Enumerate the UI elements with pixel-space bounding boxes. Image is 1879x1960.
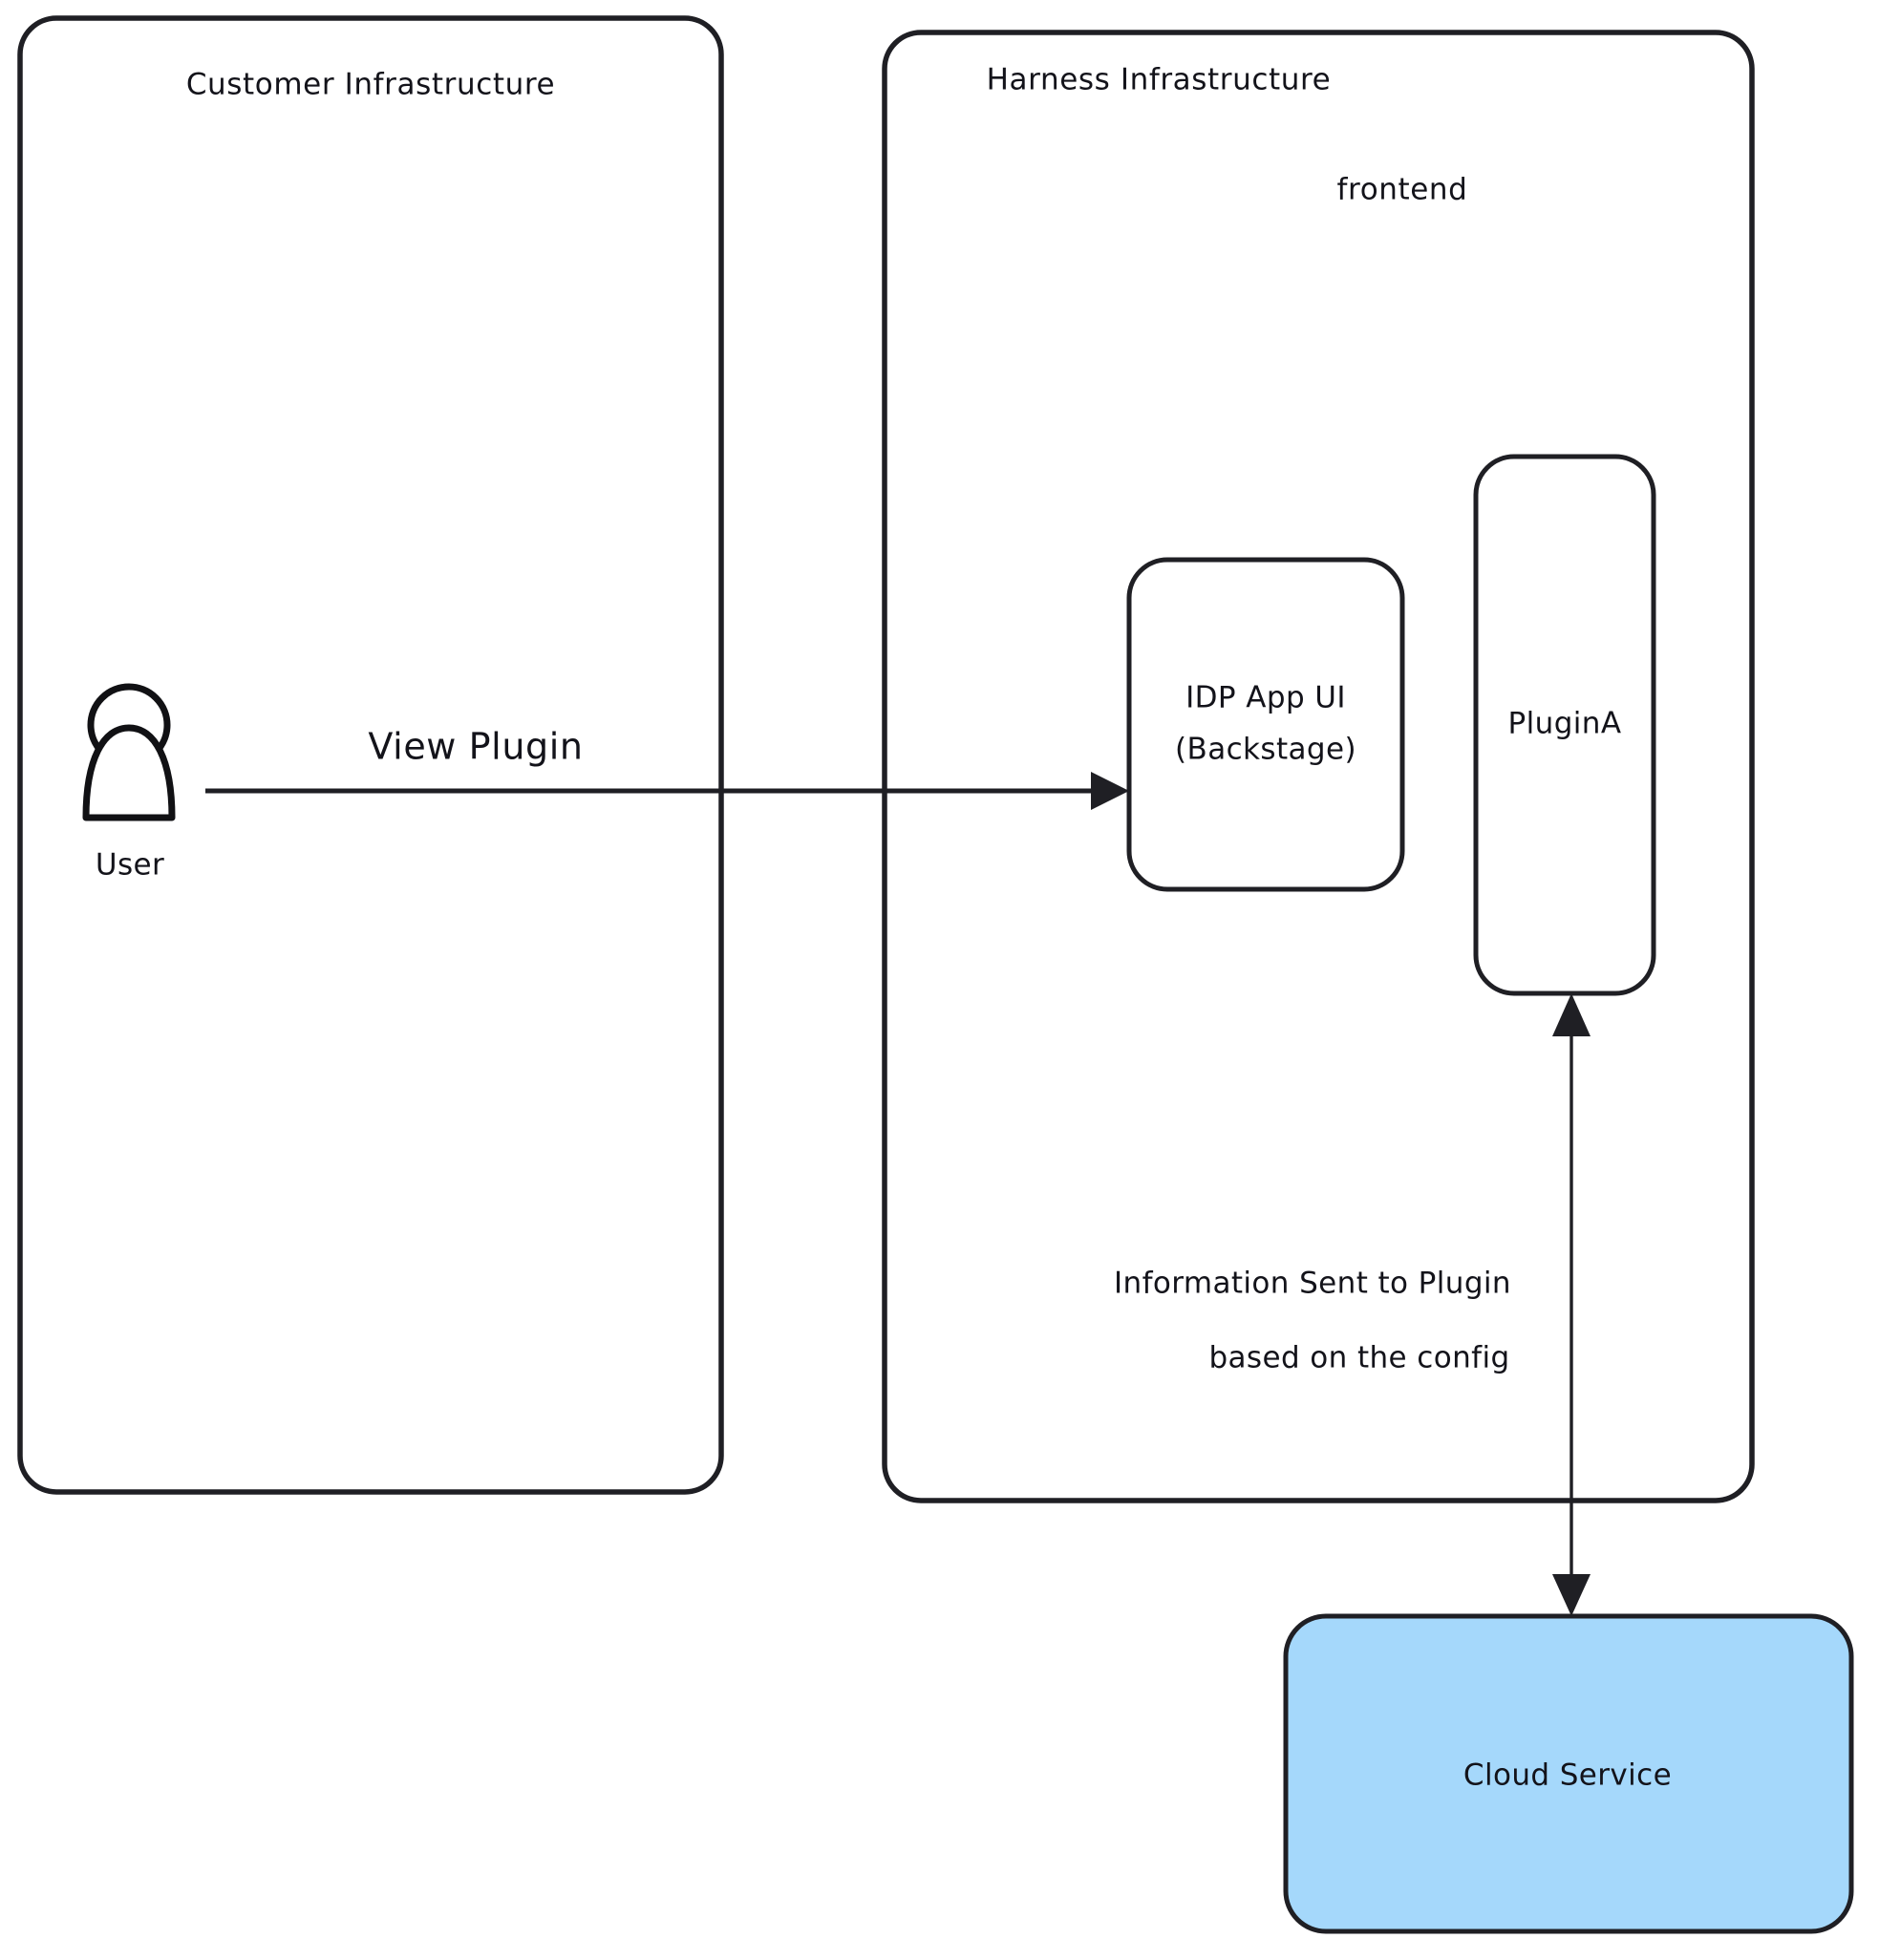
customer-infrastructure-label: Customer Infrastructure xyxy=(186,68,555,102)
harness-infrastructure-label: Harness Infrastructure xyxy=(987,63,1332,97)
plugin-a-box[interactable] xyxy=(1473,454,1656,996)
node-cloud-service[interactable]: Cloud Service xyxy=(1283,1613,1854,1934)
actor-body-outline xyxy=(82,724,176,821)
node-plugin-a[interactable]: PluginA xyxy=(1473,454,1656,996)
actor-label: User xyxy=(96,848,164,883)
plugin-cloud-label-line2: based on the config xyxy=(1208,1341,1509,1375)
idp-app-ui-label-line1: IDP App UI xyxy=(1185,681,1346,715)
cloud-service-label: Cloud Service xyxy=(1463,1758,1672,1793)
view-plugin-label: View Plugin xyxy=(368,726,583,768)
edge-view-plugin: View Plugin xyxy=(205,726,1129,810)
idp-app-ui-box[interactable] xyxy=(1126,557,1405,892)
plugin-cloud-arrowhead-up xyxy=(1552,993,1591,1036)
plugin-a-label: PluginA xyxy=(1508,707,1622,741)
cloud-service-box[interactable] xyxy=(1283,1613,1854,1934)
plugin-cloud-label-line1: Information Sent to Plugin xyxy=(1114,1267,1511,1301)
plugin-cloud-arrowhead-down xyxy=(1552,1574,1591,1616)
user-actor-icon: User xyxy=(82,683,176,883)
group-customer-infrastructure: Customer Infrastructure xyxy=(17,15,724,1495)
node-idp-app-ui[interactable]: IDP App UI (Backstage) xyxy=(1126,557,1405,892)
edge-plugin-cloud: Information Sent to Plugin based on the … xyxy=(1114,993,1591,1616)
customer-infrastructure-boundary xyxy=(17,15,724,1495)
idp-app-ui-label-line2: (Backstage) xyxy=(1175,733,1356,767)
view-plugin-arrowhead xyxy=(1091,772,1129,810)
frontend-label: frontend xyxy=(1337,173,1468,207)
